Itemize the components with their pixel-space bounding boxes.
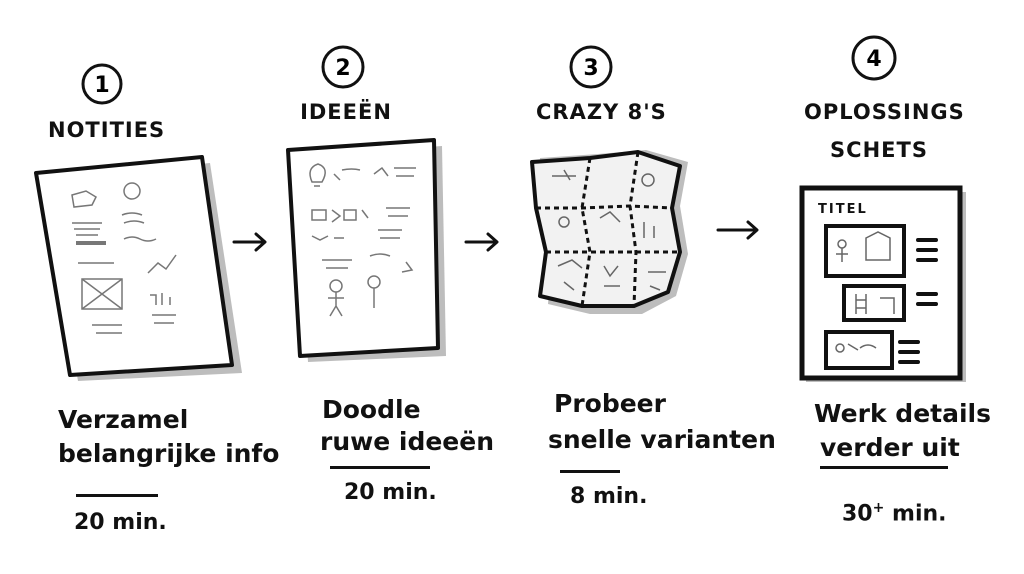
step-1-duration: 20 min. [74,510,167,535]
step-4-duration-plus: + [872,500,885,516]
step-3-number-circle: 3 [569,45,613,89]
step-1-underline [76,494,158,497]
step-2-number: 2 [335,56,350,81]
step-3-description-line-2: snelle varianten [548,425,776,454]
step-4-duration: 30+ min. [842,500,947,526]
step-2-number-circle: 2 [321,45,365,89]
step-1-number: 1 [94,73,109,98]
step-3-title: CRAZY 8'S [536,100,667,124]
step-1-number-circle: 1 [81,63,123,105]
step-4-description-line-1: Werk details [814,399,991,428]
solution-sketch-title-label: TITEL [818,202,868,217]
step-4-title-line-1: OPLOSSINGS [804,100,965,124]
step-4-duration-value: 30 [842,501,873,527]
ideas-sheet-illustration [286,138,446,362]
solution-sketch-sheet-illustration [799,185,966,382]
step-2-title: IDEEËN [300,100,392,124]
arrow-right-icon [232,232,267,252]
step-4-number-circle: 4 [851,35,897,81]
step-3-duration: 8 min. [570,484,648,509]
step-2-underline [330,466,430,469]
step-3-underline [560,470,620,473]
step-4-underline [820,466,948,469]
step-4-duration-unit: min. [884,501,947,527]
step-3-number: 3 [583,56,598,81]
arrow-right-icon [464,232,499,252]
step-4-number: 4 [866,47,881,72]
step-1-description-line-1: Verzamel [58,405,189,434]
step-4-title-line-2: SCHETS [830,138,928,162]
step-2-description-line-2: ruwe ideeën [320,427,495,456]
step-1-description-line-2: belangrijke info [58,439,280,468]
notes-sheet-illustration [34,155,242,381]
crazy-eights-folded-sheet-illustration [530,150,688,314]
arrow-right-icon [716,220,759,240]
step-4-description-line-2: verder uit [820,433,960,462]
step-2-description-line-1: Doodle [322,395,421,424]
step-3-description-line-1: Probeer [554,389,666,418]
step-1-title: NOTITIES [48,118,166,142]
step-2-duration: 20 min. [344,480,437,505]
